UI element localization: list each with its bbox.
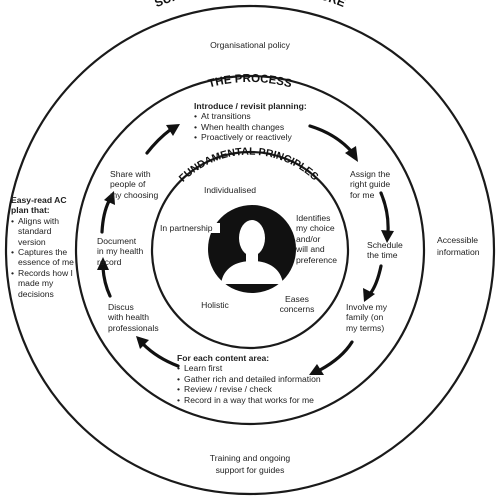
principle-identifies: Identifies my choice and/or will and pre… bbox=[296, 213, 338, 265]
arrow-schedule-to-involve bbox=[368, 264, 383, 296]
content-area-item: Learn first bbox=[177, 363, 352, 374]
arrowhead-discuss bbox=[136, 336, 149, 349]
content-area-item: Record in a way that works for me bbox=[177, 395, 352, 406]
arrowhead-schedule bbox=[381, 230, 394, 243]
arrowhead-planning bbox=[166, 124, 180, 136]
accessible-information-label: Accessible information bbox=[437, 235, 480, 257]
step-involve-family: Involve my family (on my terms) bbox=[346, 302, 388, 333]
organisational-policy-label: Organisational policy bbox=[210, 40, 290, 50]
easy-read-item: Records how I made my decisions bbox=[11, 268, 79, 299]
step-schedule-time: Schedule the time bbox=[367, 240, 403, 261]
arrowhead-share bbox=[104, 191, 115, 205]
step-assign-guide: Assign the right guide for me bbox=[350, 169, 391, 200]
step-document-record: Document in my health record bbox=[97, 236, 144, 267]
easy-read-item: Captures the essence of me bbox=[11, 247, 79, 268]
outer-ring bbox=[4, 4, 496, 496]
principle-partnership-label: In partnership bbox=[160, 223, 220, 234]
planning-item: When health changes bbox=[194, 122, 344, 133]
person-silhouette-icon bbox=[208, 205, 296, 293]
content-area-block: For each content area: Learn first Gathe… bbox=[177, 353, 352, 405]
arrow-content-to-discuss bbox=[141, 342, 180, 368]
principle-individualised: Individualised bbox=[203, 185, 257, 195]
introduce-planning-block: Introduce / revisit planning: At transit… bbox=[194, 101, 344, 143]
inner-ring-title: FUNDAMENTAL PRINCIPLES bbox=[177, 146, 321, 185]
easy-read-plan-block: Easy-read AC plan that: Aligns with stan… bbox=[11, 195, 79, 299]
inner-ring bbox=[150, 150, 350, 350]
arrow-assign-to-schedule bbox=[379, 191, 390, 234]
arrowhead-assign bbox=[345, 146, 358, 162]
planning-item: Proactively or reactively bbox=[194, 132, 344, 143]
arrow-document-to-share bbox=[100, 199, 111, 234]
principle-eases-concerns: Eases concerns bbox=[279, 294, 315, 315]
step-discuss-professionals: Discus with health professionals bbox=[108, 302, 159, 333]
principle-holistic: Holistic bbox=[201, 300, 229, 310]
easy-read-plan-list: Aligns with standard version Captures th… bbox=[11, 216, 79, 299]
arrow-discuss-to-document bbox=[101, 266, 112, 298]
planning-item: At transitions bbox=[194, 111, 344, 122]
easy-read-item: Aligns with standard version bbox=[11, 216, 79, 247]
introduce-planning-list: At transitions When health changes Proac… bbox=[194, 111, 344, 143]
step-share-people: Share with people of my choosing bbox=[110, 169, 159, 200]
middle-ring-title: THE PROCESS bbox=[207, 73, 293, 91]
arrowhead-document bbox=[97, 257, 109, 270]
arrow-share-to-planning bbox=[145, 128, 172, 155]
arrowhead-involve bbox=[363, 288, 375, 302]
training-support-label: Training and ongoing support for guides bbox=[209, 453, 291, 475]
content-area-list: Learn first Gather rich and detailed inf… bbox=[177, 363, 352, 405]
content-area-item: Review / revise / check bbox=[177, 384, 352, 395]
content-area-item: Gather rich and detailed information bbox=[177, 374, 352, 385]
